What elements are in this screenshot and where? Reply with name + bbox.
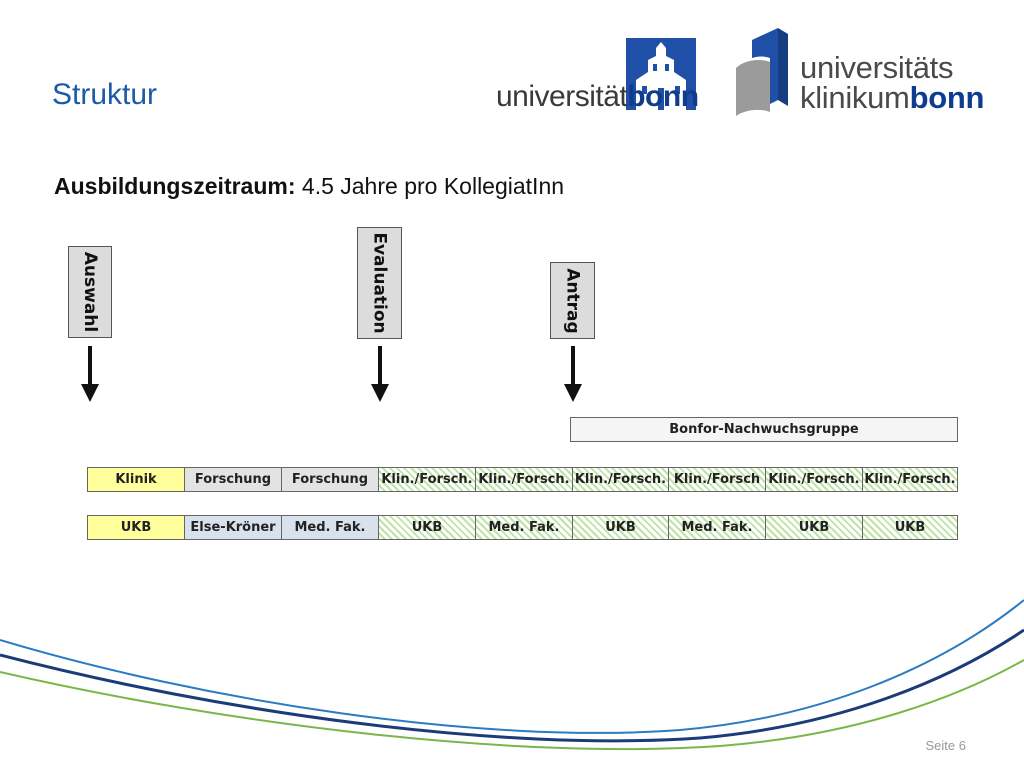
row1-segment-klin-forsch: Klin./Forsch: [668, 467, 766, 492]
row1-segment-forschung: Forschung: [281, 467, 379, 492]
row1-segment-klin-forsch: Klin./Forsch.: [862, 467, 958, 492]
subtitle-value: 4.5 Jahre pro KollegiatInn: [301, 173, 565, 199]
ukb-emblem-icon: [730, 28, 792, 123]
row2-segment-med-fak: Med. Fak.: [475, 515, 573, 540]
subtitle-label: Ausbildungszeitraum:: [54, 173, 296, 199]
row2-segment-ukb: UKB: [87, 515, 185, 540]
row2-segment-med-fak: Med. Fak.: [281, 515, 379, 540]
row1-segment-klin-forsch: Klin./Forsch.: [378, 467, 476, 492]
uni-bonn-building-icon: [626, 38, 696, 110]
ukb-wordmark-line1: universitäts: [800, 50, 954, 85]
row1-segment-forschung: Forschung: [184, 467, 282, 492]
down-arrow-icon: [81, 346, 99, 402]
row1-segment-klinik: Klinik: [87, 467, 185, 492]
page-number: Seite 6: [925, 738, 966, 753]
row2-segment-ukb: UKB: [862, 515, 958, 540]
uni-bonn-wordmark: universitätbonn: [496, 80, 699, 113]
universitaet-bonn-logo: universitätbonn: [496, 38, 706, 116]
bonfor-nachwuchsgruppe-bar: Bonfor-Nachwuchsgruppe: [570, 417, 958, 442]
row2-segment-ukb: UKB: [572, 515, 669, 540]
marker-auswahl: Auswahl: [68, 246, 112, 338]
slide-title: Struktur: [52, 78, 158, 111]
row2-segment-ukb: UKB: [765, 515, 863, 540]
universitaetsklinikum-bonn-logo: universitäts klinikumbonn: [730, 28, 1000, 118]
row1-segment-klin-forsch: Klin./Forsch.: [765, 467, 863, 492]
row2-segment-ukb: UKB: [378, 515, 476, 540]
down-arrow-icon: [371, 346, 389, 402]
ukb-wordmark-line2: klinikumbonn: [800, 80, 985, 115]
subtitle: Ausbildungszeitraum: 4.5 Jahre pro Kolle…: [54, 173, 564, 200]
row1-segment-klin-forsch: Klin./Forsch.: [572, 467, 669, 492]
row2-segment-med-fak: Med. Fak.: [668, 515, 766, 540]
marker-antrag: Antrag: [550, 262, 595, 339]
down-arrow-icon: [564, 346, 582, 402]
marker-evaluation: Evaluation: [357, 227, 402, 339]
